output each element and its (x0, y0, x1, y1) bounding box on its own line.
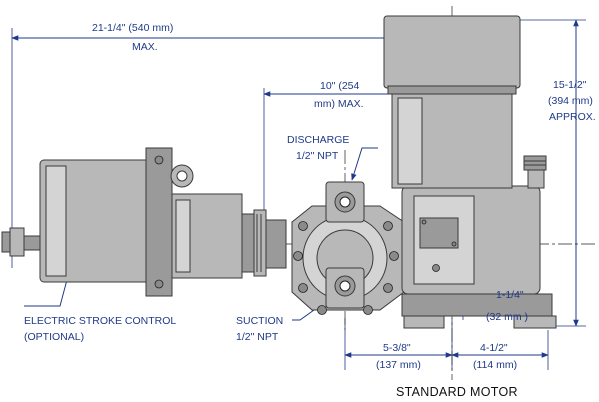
pump-head (291, 181, 405, 315)
suction-port-opening (339, 280, 351, 292)
suction-label: SUCTION (236, 315, 283, 327)
head-bolt (363, 305, 373, 315)
flange-bolt (154, 279, 164, 289)
base-width-label: 4-1/2" (480, 342, 508, 354)
breather-cap (523, 155, 547, 171)
stroke-control-leader (24, 275, 70, 307)
head-bolt (383, 221, 393, 231)
overall-length-label: 21-1/4" (540 mm) (92, 22, 173, 34)
head-projection-label-2: mm) MAX. (314, 98, 364, 110)
stroke-control-unit (1, 147, 287, 297)
coupling (241, 213, 255, 273)
motor-top-cap (383, 15, 521, 89)
base-center-label: 5-3/8" (383, 342, 411, 354)
motor-band (387, 85, 517, 95)
discharge-port-opening (339, 196, 351, 208)
discharge-label: DISCHARGE (287, 134, 349, 146)
stroke-control-label: ELECTRIC STROKE CONTROL (24, 315, 176, 327)
stroke-control-note: (OPTIONAL) (24, 331, 84, 343)
head-projection-label: 10" (254 (320, 80, 359, 92)
base-foot-left (403, 315, 445, 329)
head-bolt (298, 221, 308, 231)
lifting-eye-hole (176, 170, 188, 182)
height-label: 15-1/2" (553, 79, 587, 91)
base-foot-right (513, 315, 557, 329)
knob (9, 227, 25, 257)
adapter (265, 219, 287, 269)
height-approx-label: APPROX. (549, 111, 596, 123)
head-bolt (389, 251, 399, 261)
base-offset-mm-label: (32 mm ) (486, 311, 528, 323)
pump-base (401, 293, 553, 317)
overall-length-max-label: MAX. (132, 41, 158, 53)
nameplate-rivet (421, 219, 427, 225)
breather-stem (527, 169, 545, 189)
coupling-nut (253, 209, 267, 277)
motor (383, 15, 521, 189)
actuator-highlight (175, 199, 191, 273)
base-center-mm-label: (137 mm) (376, 359, 421, 371)
base-width-mm-label: (114 mm) (473, 359, 517, 371)
head-bolt (383, 283, 393, 293)
head-bolt (293, 251, 303, 261)
caption: STANDARD MOTOR (396, 385, 518, 399)
nameplate (419, 217, 459, 249)
housing-highlight (45, 165, 67, 277)
flange-bolt (154, 155, 164, 165)
labels: 21-1/4" (540 mm) MAX. 10" (254 mm) MAX. … (24, 22, 596, 399)
nameplate-rivet (451, 241, 457, 247)
head-bolt (298, 283, 308, 293)
gearbox (401, 155, 557, 329)
discharge-size-label: 1/2" NPT (296, 150, 339, 162)
discharge-leader (351, 147, 378, 181)
knob-cap (1, 231, 11, 253)
drain-plug (432, 264, 440, 272)
base-offset-label: 1-1/4" (496, 289, 524, 301)
knob-shaft (23, 235, 43, 251)
suction-size-label: 1/2" NPT (236, 331, 279, 343)
height-mm-label: (394 mm) (548, 95, 593, 107)
housing-flange (145, 147, 173, 297)
head-bolt (317, 305, 327, 315)
motor-highlight (397, 97, 423, 185)
